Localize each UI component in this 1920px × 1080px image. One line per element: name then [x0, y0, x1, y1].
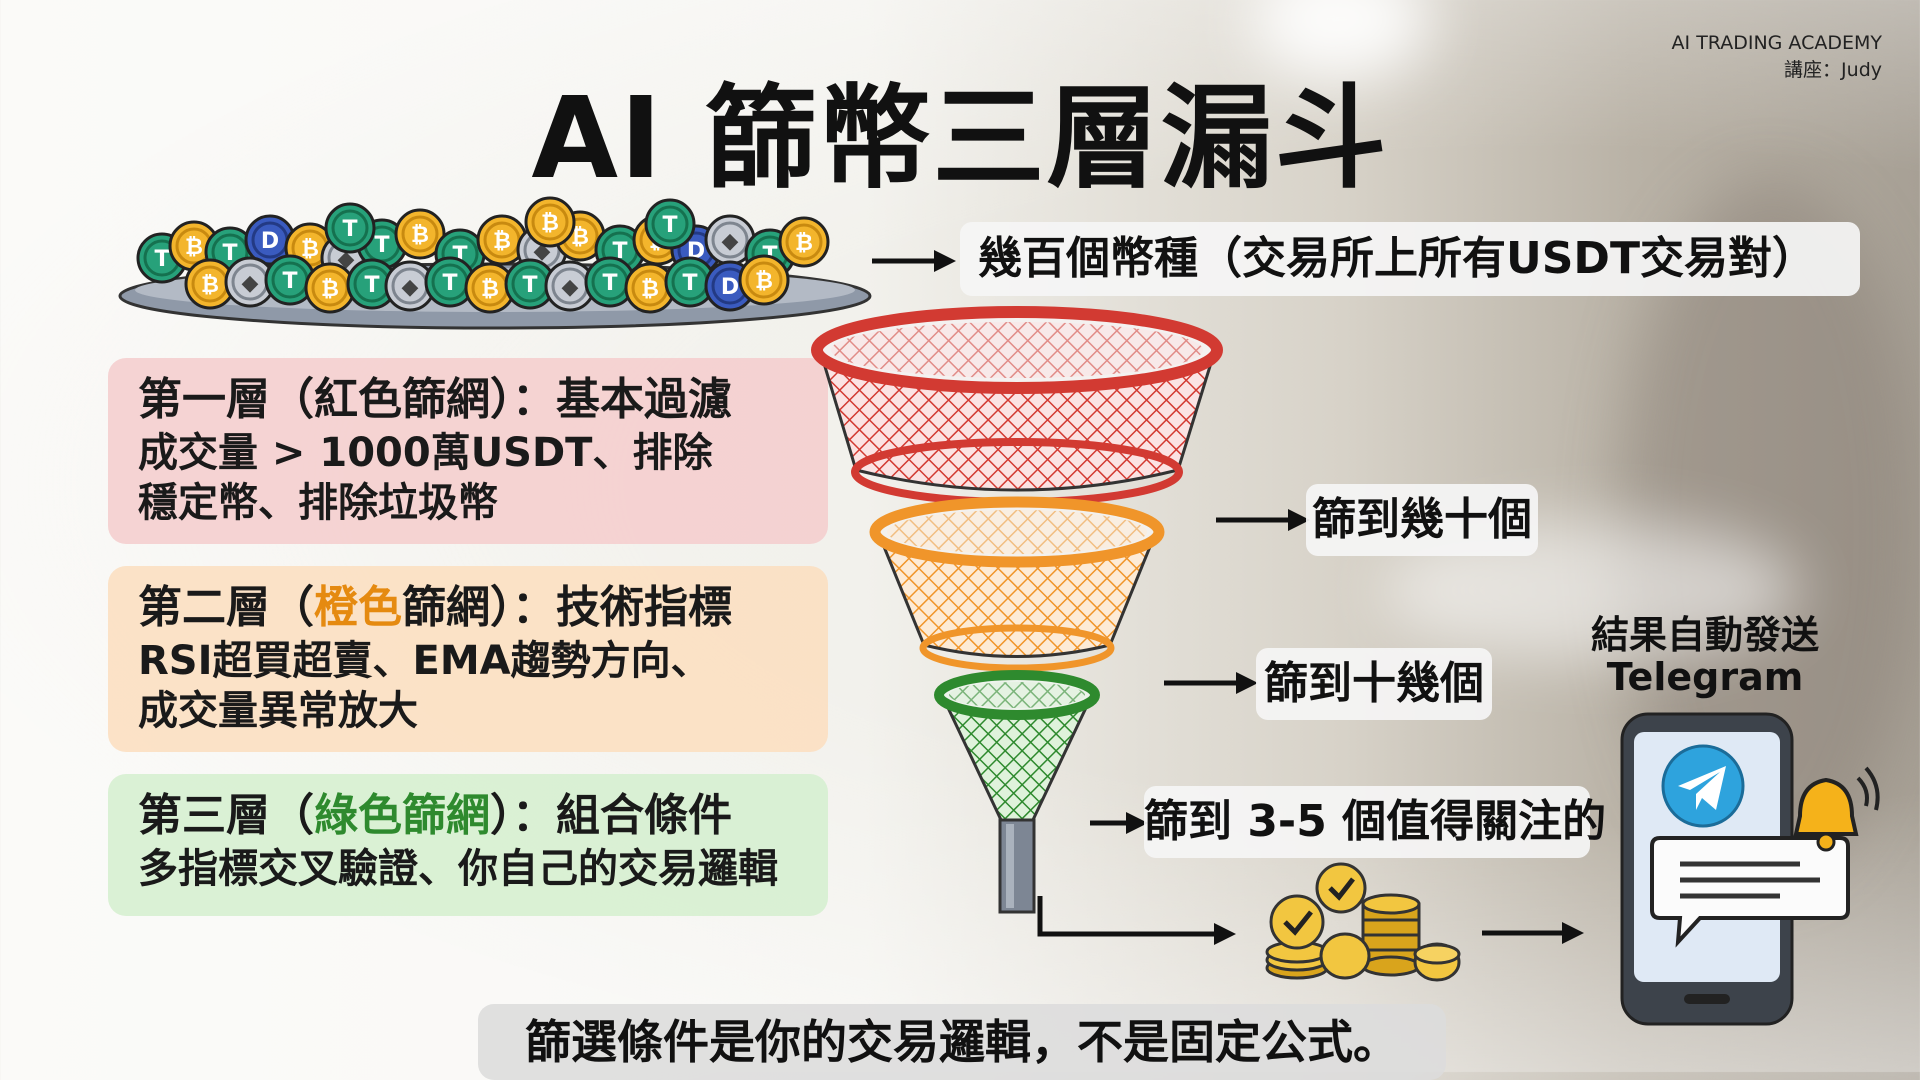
- funnel-diagram: [811, 306, 1223, 914]
- layer-2-line-1: RSI超買超賣、EMA趨勢方向、: [138, 638, 711, 684]
- ethereum-coin-icon: ◆: [704, 214, 756, 266]
- svg-text:₿: ₿: [641, 277, 659, 302]
- layer-2-heading-a: 第二層（: [138, 582, 314, 633]
- svg-text:₿: ₿: [571, 225, 589, 250]
- layer-1-line-1: 成交量 > 1000萬USDT、排除: [138, 430, 713, 476]
- top-label: 幾百個幣種（交易所上所有USDT交易對）: [960, 222, 1860, 296]
- brand-lecturer: 講座：Judy: [1784, 59, 1882, 81]
- svg-text:D: D: [261, 229, 279, 254]
- svg-text:₿: ₿: [321, 277, 339, 302]
- funnel-green-icon: [934, 670, 1100, 914]
- svg-text:T: T: [682, 271, 697, 296]
- arrow-right-icon: [1164, 672, 1258, 694]
- result-label-1: 篩到幾十個: [1306, 484, 1538, 556]
- svg-text:T: T: [602, 271, 617, 296]
- layer-2-heading-b: 篩網）：技術指標: [402, 582, 732, 633]
- svg-text:₿: ₿: [493, 229, 511, 254]
- svg-text:₿: ₿: [755, 269, 773, 294]
- svg-text:T: T: [222, 241, 237, 266]
- bitcoin-coin-icon: ₿: [778, 216, 830, 268]
- tether-coin-icon: T: [324, 202, 376, 254]
- dash-coin-icon: D: [704, 260, 756, 312]
- footer-note: 篩選條件是你的交易邏輯，不是固定公式。: [478, 1004, 1446, 1080]
- funnel-red-icon: [811, 306, 1223, 506]
- telegram-caption-line-2: Telegram: [1606, 655, 1804, 699]
- svg-text:₿: ₿: [541, 211, 559, 236]
- bitcoin-coin-icon: ₿: [738, 254, 790, 306]
- brand-block: AI TRADING ACADEMY 講座：Judy: [1672, 30, 1882, 84]
- output-arrow: [1037, 896, 1236, 945]
- layer-3-heading-a: 第三層（: [138, 790, 314, 841]
- result-label-2: 篩到十幾個: [1256, 648, 1492, 720]
- bitcoin-coin-icon: ₿: [524, 196, 576, 248]
- result-label-3: 篩到 3-5 個值得關注的: [1144, 786, 1606, 858]
- svg-text:T: T: [154, 247, 169, 272]
- dash-coin-icon: D: [244, 214, 296, 266]
- chat-bubble-icon: [1650, 836, 1850, 948]
- layer-3-heading: 第三層（綠色篩網）：組合條件: [138, 788, 798, 844]
- layer-2-heading: 第二層（橙色篩網）：技術指標: [138, 580, 798, 636]
- svg-text:₿: ₿: [795, 231, 813, 256]
- layer-2-heading-highlight: 橙色: [314, 582, 402, 633]
- arrow-right-icon: [872, 250, 956, 272]
- svg-text:T: T: [662, 213, 677, 238]
- telegram-icon: [1661, 744, 1745, 828]
- bitcoin-coin-icon: ₿: [464, 262, 516, 314]
- svg-text:₿: ₿: [201, 273, 219, 298]
- svg-text:◆: ◆: [242, 271, 259, 296]
- layer-1-line-2: 穩定幣、排除垃圾幣: [138, 480, 498, 526]
- layer-3-heading-b: ）：組合條件: [490, 790, 732, 841]
- svg-text:◆: ◆: [722, 229, 739, 254]
- brand-name: AI TRADING ACADEMY: [1671, 32, 1882, 54]
- phone-icon: [1620, 712, 1880, 1026]
- bitcoin-coin-icon: ₿: [304, 262, 356, 314]
- arrow-right-icon: [1482, 922, 1584, 944]
- layer-2-box: 第二層（橙色篩網）：技術指標 RSI超買超賣、EMA趨勢方向、 成交量異常放大: [108, 566, 828, 752]
- svg-text:₿: ₿: [411, 223, 429, 248]
- telegram-caption: 結果自動發送 Telegram: [1560, 614, 1850, 698]
- layer-2-line-2: 成交量異常放大: [138, 688, 418, 734]
- svg-text:D: D: [721, 275, 739, 300]
- layer-3-box: 第三層（綠色篩網）：組合條件 多指標交叉驗證、你自己的交易邏輯: [108, 774, 828, 916]
- bitcoin-coin-icon: ₿: [394, 208, 446, 260]
- svg-text:T: T: [364, 273, 379, 298]
- arrow-right-icon: [1090, 812, 1148, 834]
- svg-text:₿: ₿: [301, 237, 319, 262]
- svg-text:₿: ₿: [185, 235, 203, 260]
- svg-text:T: T: [442, 271, 457, 296]
- svg-text:T: T: [374, 233, 389, 258]
- svg-text:◆: ◆: [402, 275, 419, 300]
- telegram-caption-line-1: 結果自動發送: [1590, 613, 1819, 657]
- tether-coin-icon: T: [504, 258, 556, 310]
- gold-coins-icon: [1265, 862, 1461, 982]
- bell-icon: [1793, 766, 1880, 852]
- layer-3-line-1: 多指標交叉驗證、你自己的交易邏輯: [138, 846, 778, 892]
- layer-3-heading-highlight: 綠色篩網: [314, 790, 490, 841]
- funnel-orange-icon: [869, 496, 1165, 672]
- coin-pile-icon: T₿TD₿◆T₿T₿◆₿T₿D◆T₿₿◆T₿T◆T₿T◆T₿TD₿T₿T: [118, 196, 872, 330]
- svg-text:T: T: [522, 273, 537, 298]
- layer-1-box: 第一層（紅色篩網）：基本過濾 成交量 > 1000萬USDT、排除 穩定幣、排除…: [108, 358, 828, 544]
- svg-text:T: T: [282, 269, 297, 294]
- layer-1-heading: 第一層（紅色篩網）：基本過濾: [138, 374, 732, 425]
- page-title: AI 篩幣三層漏斗: [531, 74, 1389, 204]
- arrow-right-icon: [1216, 509, 1310, 531]
- tether-coin-icon: T: [584, 256, 636, 308]
- svg-text:₿: ₿: [481, 277, 499, 302]
- svg-text:◆: ◆: [562, 275, 579, 300]
- svg-text:T: T: [342, 217, 357, 242]
- tether-coin-icon: T: [644, 198, 696, 250]
